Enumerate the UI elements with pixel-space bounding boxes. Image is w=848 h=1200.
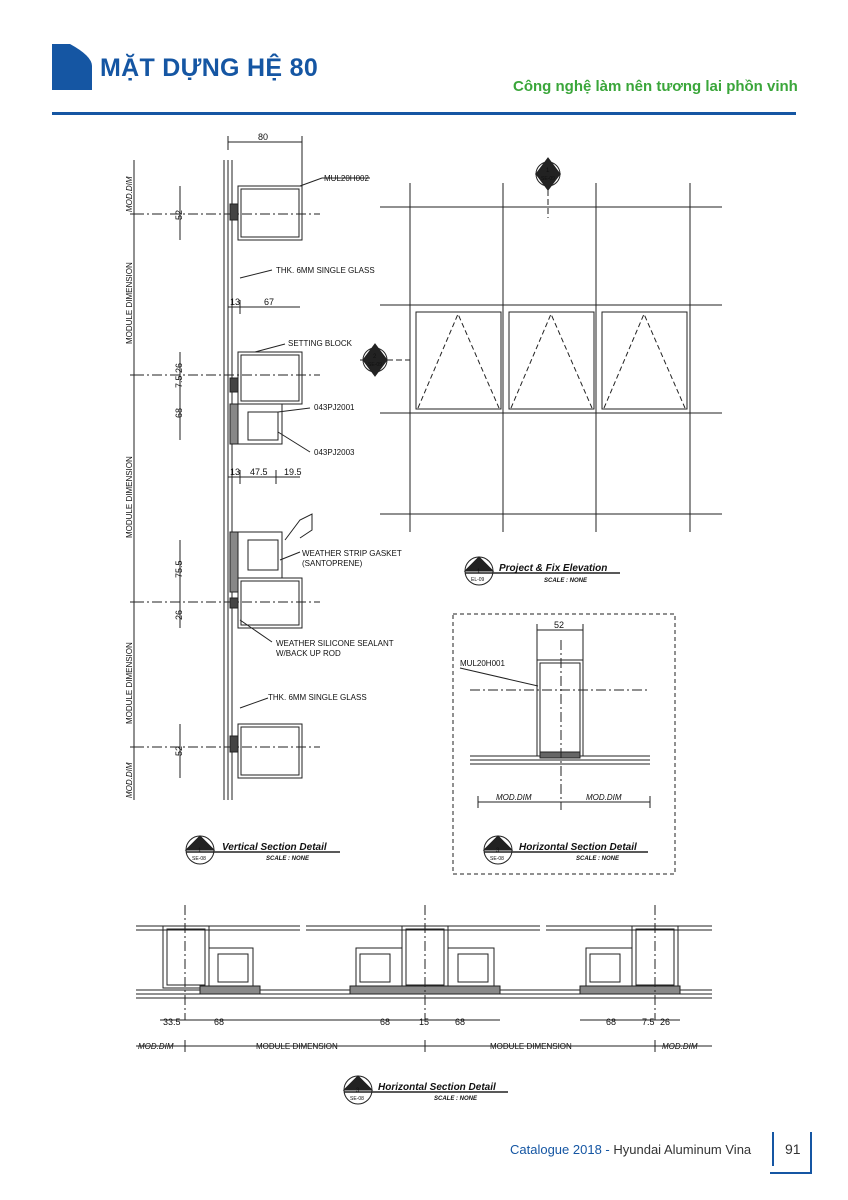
page-subtitle: Công nghệ làm nên tương lai phồn vinh — [513, 78, 798, 95]
dim-19-5: 19.5 — [284, 467, 302, 477]
dim-68-4: 68 — [606, 1017, 616, 1027]
vertical-section-detail — [130, 136, 370, 865]
mod-dim-large-left: MOD.DIM — [138, 1042, 174, 1051]
tag-ref-vertical: SE-08 — [192, 856, 206, 862]
dim-15: 15 — [419, 1017, 429, 1027]
dim-26-h: 26 — [660, 1017, 670, 1027]
dim-47-5: 47.5 — [250, 467, 268, 477]
marker-left-num: 2 — [373, 354, 377, 360]
marker-left-ref: SE-09 — [368, 362, 382, 368]
mod-dim-top: MOD.DIM — [125, 176, 134, 212]
label-gasket-2: (SANTOPRENE) — [302, 559, 363, 568]
label-setting-block: SETTING BLOCK — [288, 339, 353, 348]
mod-dim-large-right: MOD.DIM — [662, 1042, 698, 1051]
horizontal-section-large — [136, 905, 712, 1105]
marker-top-num: 1 — [546, 168, 550, 174]
mod-dim-small-right: MOD.DIM — [586, 793, 622, 802]
footer-text: Catalogue 2018 - Hyundai Aluminum Vina — [510, 1142, 751, 1157]
caption-horizontal-large: Horizontal Section Detail — [378, 1082, 496, 1093]
scale-horizontal-large: SCALE : NONE — [434, 1096, 478, 1102]
mod-dim-small-left: MOD.DIM — [496, 793, 532, 802]
label-sealant-1: WEATHER SILICONE SEALANT — [276, 639, 394, 648]
project-fix-elevation — [360, 157, 722, 586]
page-title: MẶT DỰNG HỆ 80 — [100, 54, 319, 82]
dim-80: 80 — [258, 132, 268, 142]
module-dimension-large-2: MODULE DIMENSION — [490, 1042, 572, 1051]
mod-dim-bottom: MOD.DIM — [125, 762, 134, 798]
module-dimension-large-1: MODULE DIMENSION — [256, 1042, 338, 1051]
dim-26: 26 — [174, 610, 184, 620]
marker-top-ref: SE-09 — [541, 176, 555, 182]
label-043pj2003: 043PJ2003 — [314, 448, 355, 457]
caption-horizontal-small: Horizontal Section Detail — [519, 842, 637, 853]
page-corner-frame — [770, 1132, 812, 1174]
scale-elevation: SCALE : NONE — [544, 578, 588, 584]
dim-7-5: 7.5 — [642, 1017, 655, 1027]
tag-ref-horizontal-small: SE-08 — [490, 856, 504, 862]
label-glass-2: THK. 6MM SINGLE GLASS — [268, 693, 367, 702]
dim-68: 68 — [174, 408, 184, 418]
scale-vertical-section: SCALE : NONE — [266, 856, 310, 862]
page-number: 91 — [785, 1141, 801, 1157]
dim-52-small: 52 — [554, 620, 564, 630]
tag-num-horizontal-small: 3 — [496, 848, 500, 854]
footer-catalogue: Catalogue 2018 — [510, 1142, 602, 1157]
module-dimension-2: MODULE DIMENSION — [125, 456, 134, 538]
footer-separator: - — [601, 1142, 614, 1157]
tag-num-vertical: 1 — [198, 848, 202, 854]
label-mul20h001: MUL20H001 — [460, 659, 505, 668]
dim-68-3: 68 — [455, 1017, 465, 1027]
dim-33-5: 33.5 — [163, 1017, 181, 1027]
dim-52a: 52 — [174, 210, 184, 220]
label-gasket-1: WEATHER STRIP GASKET — [302, 549, 402, 558]
tag-ref-horizontal-large: SE-08 — [350, 1096, 364, 1102]
caption-elevation: Project & Fix Elevation — [499, 563, 607, 574]
caption-vertical-section: Vertical Section Detail — [222, 842, 327, 853]
label-glass-1: THK. 6MM SINGLE GLASS — [276, 266, 375, 275]
footer-divider — [772, 1132, 774, 1166]
dim-13a: 13 — [230, 297, 240, 307]
tag-num-elevation: 1 — [477, 569, 481, 575]
header-logo-shape — [52, 44, 92, 90]
dim-7-5-26: 7.5 26 — [174, 363, 184, 388]
dim-52b: 52 — [174, 746, 184, 756]
horizontal-section-small — [452, 613, 676, 875]
tag-ref-elevation: EL-09 — [471, 577, 485, 583]
tag-num-horizontal-large: 3 — [356, 1088, 360, 1094]
header-rule — [52, 112, 796, 115]
label-043pj2001: 043PJ2001 — [314, 403, 355, 412]
dim-68-2: 68 — [380, 1017, 390, 1027]
module-dimension-3: MODULE DIMENSION — [125, 642, 134, 724]
scale-horizontal-small: SCALE : NONE — [576, 856, 620, 862]
dim-67: 67 — [264, 297, 274, 307]
dim-75-5: 75.5 — [174, 560, 184, 578]
dim-68-1: 68 — [214, 1017, 224, 1027]
label-mul20h002: MUL20H002 — [324, 174, 369, 183]
footer-brand: Hyundai Aluminum Vina — [613, 1142, 752, 1157]
label-sealant-2: W/BACK UP ROD — [276, 649, 341, 658]
dim-13b: 13 — [230, 467, 240, 477]
module-dimension-1: MODULE DIMENSION — [125, 262, 134, 344]
